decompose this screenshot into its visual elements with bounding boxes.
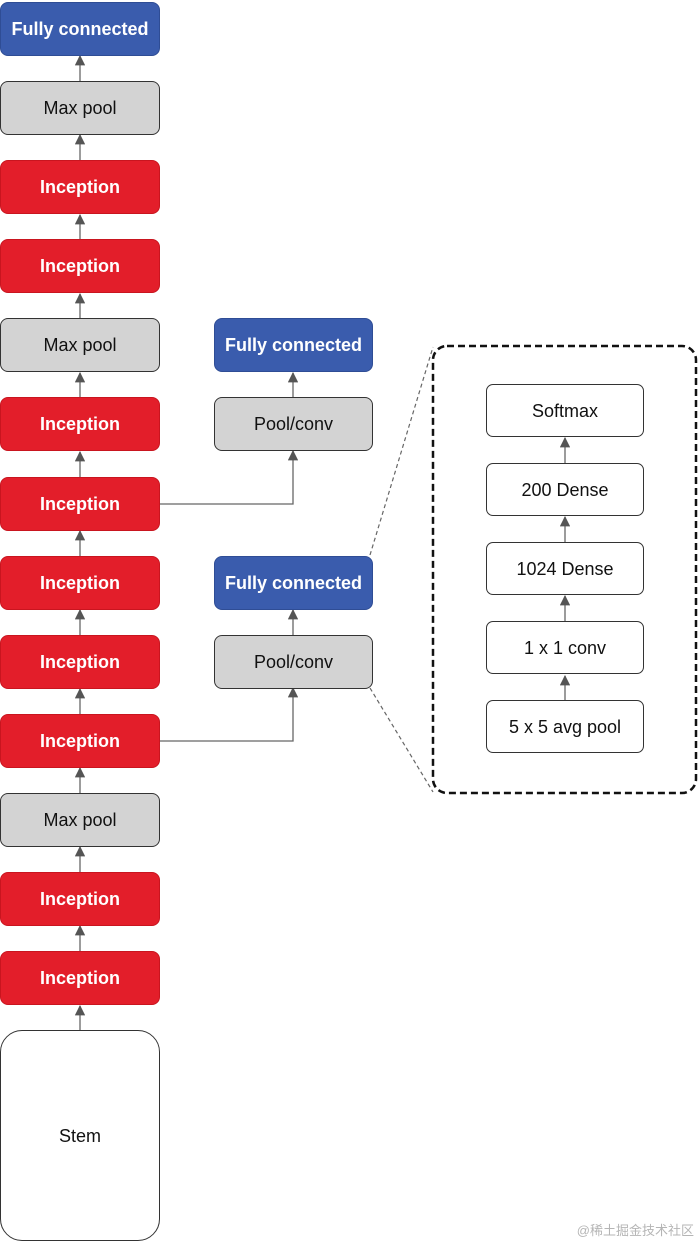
max-pool-top: Max pool [0,81,160,135]
aux-upper-pool-conv: Pool/conv [214,397,373,451]
watermark: @稀土掘金技术社区 [576,1223,694,1238]
zoom-guide-bottom [369,687,434,793]
aux-lower-pool-conv: Pool/conv [214,635,373,689]
aux-lower-fully-connected: Fully connected [214,556,373,610]
zoom-guide-top [369,346,434,556]
inception-block-1: Inception [0,160,160,214]
fully-connected-output: Fully connected [0,2,160,56]
detail-1024-dense: 1024 Dense [486,542,644,595]
inception-block-4: Inception [0,477,160,531]
stem-block: Stem [0,1030,160,1241]
inception-block-9: Inception [0,951,160,1005]
inception-block-3: Inception [0,397,160,451]
detail-softmax: Softmax [486,384,644,437]
detail-frame [431,344,698,795]
aux-upper-fully-connected: Fully connected [214,318,373,372]
detail-1x1-conv: 1 x 1 conv [486,621,644,674]
max-pool-middle: Max pool [0,318,160,372]
detail-200-dense: 200 Dense [486,463,644,516]
inception-block-6: Inception [0,635,160,689]
inception-block-8: Inception [0,872,160,926]
branch-upper-connector [160,449,299,505]
branch-lower-connector [160,686,299,742]
inception-block-7: Inception [0,714,160,768]
max-pool-low: Max pool [0,793,160,847]
inception-block-5: Inception [0,556,160,610]
inception-block-2: Inception [0,239,160,293]
detail-5x5-avg-pool: 5 x 5 avg pool [486,700,644,753]
